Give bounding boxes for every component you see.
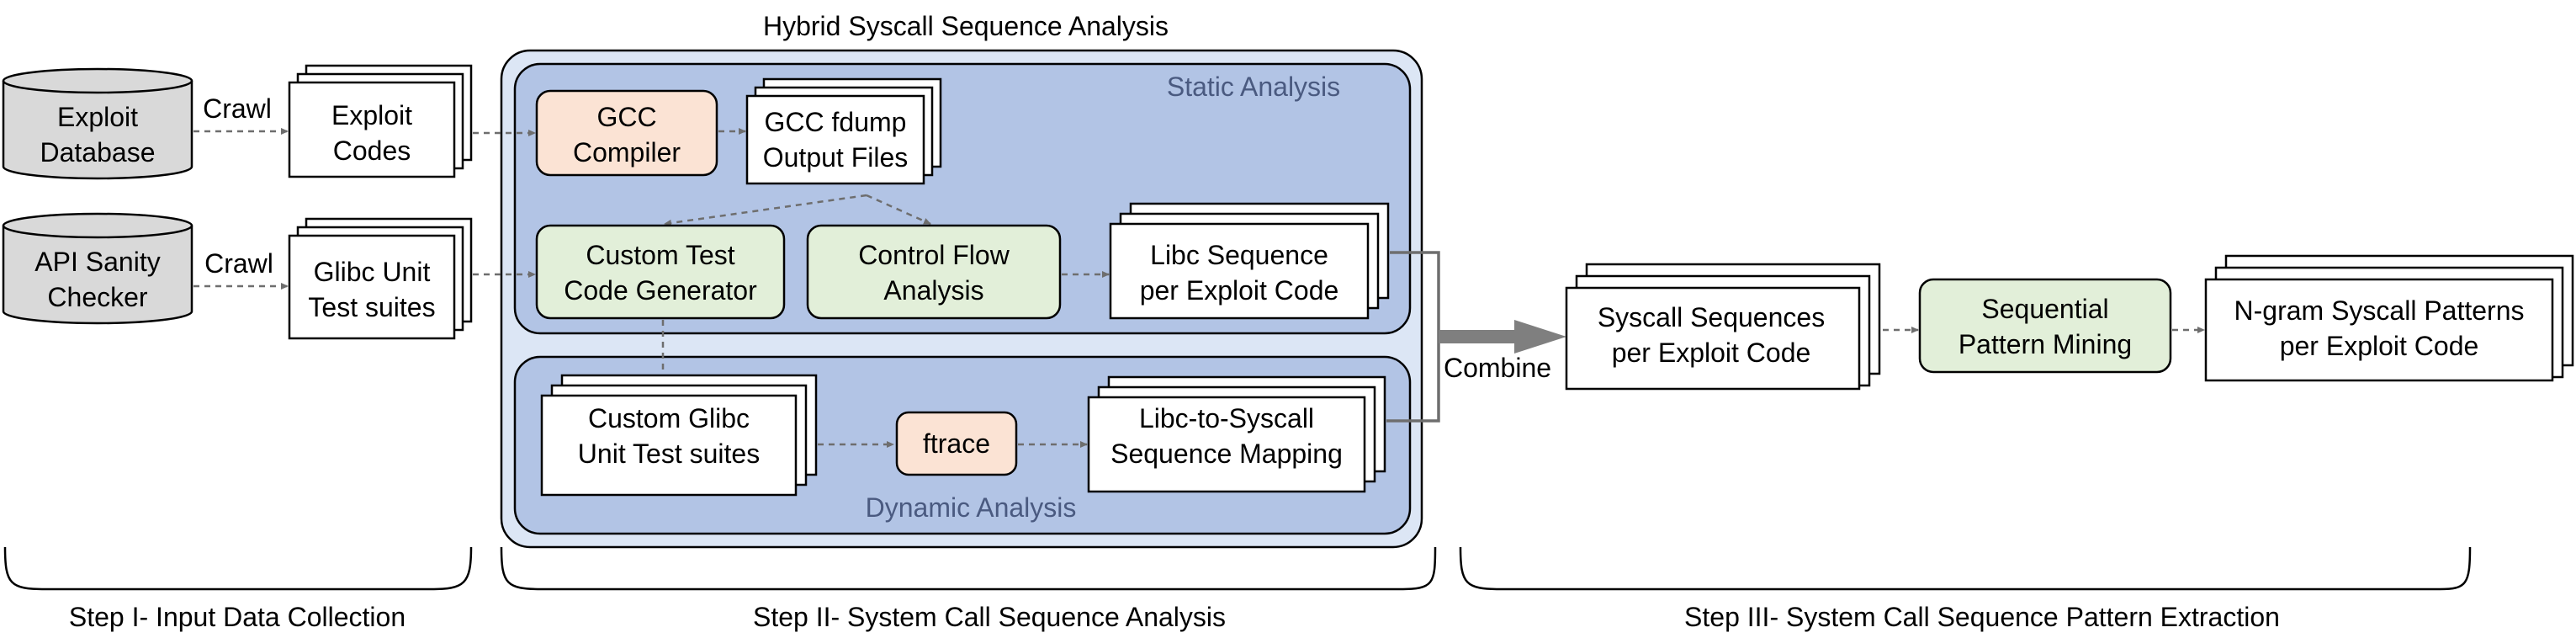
control-flow-label-1: Control Flow [858,240,1010,270]
custom-test-gen-label-1: Custom Test [586,240,734,270]
ftrace-label: ftrace [923,428,990,459]
syscall-sequences-label-2: per Exploit Code [1612,338,1811,368]
control-flow-label-2: Analysis [883,275,983,306]
ngram-patterns-docs: N-gram Syscall Patterns per Exploit Code [2204,254,2574,382]
dynamic-analysis-label: Dynamic Analysis [866,492,1077,523]
arrow-fdump-to-controlflow [866,194,931,226]
diagram-title: Hybrid Syscall Sequence Analysis [763,11,1169,41]
custom-test-gen-label-2: Code Generator [564,275,757,306]
step-2-label: Step II- System Call Sequence Analysis [753,602,1226,632]
arrow-fdump-to-testgen [664,194,867,226]
api-sanity-checker-label-1: API Sanity [34,247,160,277]
combine-arrow [1439,320,1566,354]
syscall-sequences-docs: Syscall Sequences per Exploit Code [1565,263,1881,391]
exploit-database-label-1: Exploit [57,102,138,132]
libc-sequence-label-1: Libc Sequence [1150,240,1328,270]
pattern-mining-label-1: Sequential [1981,294,2108,324]
glibc-unit-tests-docs: Glibc Unit Test suites [288,217,473,340]
libc-syscall-mapping-docs: Libc-to-Syscall Sequence Mapping [1087,375,1386,493]
libc-sequence-label-2: per Exploit Code [1140,275,1339,306]
ngram-patterns-label-1: N-gram Syscall Patterns [2234,295,2525,326]
syscall-sequences-label-1: Syscall Sequences [1598,302,1825,332]
exploit-codes-label-1: Exploit [331,100,412,130]
custom-glibc-label-1: Custom Glibc [588,403,750,433]
custom-glibc-tests-docs: Custom Glibc Unit Test suites [540,374,818,497]
combine-label: Combine [1444,353,1551,383]
sequential-pattern-mining-process: Sequential Pattern Mining [1918,278,2172,374]
exploit-codes-label-2: Codes [333,136,411,166]
pattern-mining-label-2: Pattern Mining [1959,329,2132,359]
gcc-compiler-label-2: Compiler [573,137,681,167]
exploit-database-label-2: Database [40,137,156,167]
libc-syscall-mapping-label-1: Libc-to-Syscall [1139,403,1314,433]
control-flow-analysis-process: Control Flow Analysis [806,224,1062,320]
gcc-fdump-label-2: Output Files [763,142,909,173]
step-2-brace [500,546,1437,591]
step-3-brace [1459,546,2472,591]
gcc-compiler-label-1: GCC [596,102,656,132]
api-sanity-checker-label-2: Checker [47,282,148,312]
gcc-compiler-process: GCC Compiler [535,89,718,177]
gcc-fdump-label-1: GCC fdump [765,107,907,137]
static-analysis-label: Static Analysis [1167,72,1340,102]
ngram-patterns-label-2: per Exploit Code [2280,331,2479,361]
libc-sequence-docs: Libc Sequence per Exploit Code [1109,202,1390,320]
crawl-label-glibc: Crawl [204,248,273,279]
libc-syscall-mapping-label-2: Sequence Mapping [1110,439,1343,469]
api-sanity-checker: API Sanity Checker [2,212,193,325]
gcc-fdump-docs: GCC fdump Output Files [745,77,942,185]
custom-test-code-generator-process: Custom Test Code Generator [535,224,786,320]
glibc-unit-tests-label-1: Glibc Unit [314,257,431,287]
glibc-unit-tests-label-2: Test suites [308,292,435,322]
ftrace-process: ftrace [895,411,1018,476]
custom-glibc-label-2: Unit Test suites [578,439,760,469]
exploit-codes-docs: Exploit Codes [288,64,473,178]
step-3-label: Step III- System Call Sequence Pattern E… [1684,602,2280,632]
exploit-database: Exploit Database [2,67,193,180]
step-1-label: Step I- Input Data Collection [69,602,405,632]
step-1-brace [3,546,473,591]
crawl-label-exploit: Crawl [203,93,272,124]
